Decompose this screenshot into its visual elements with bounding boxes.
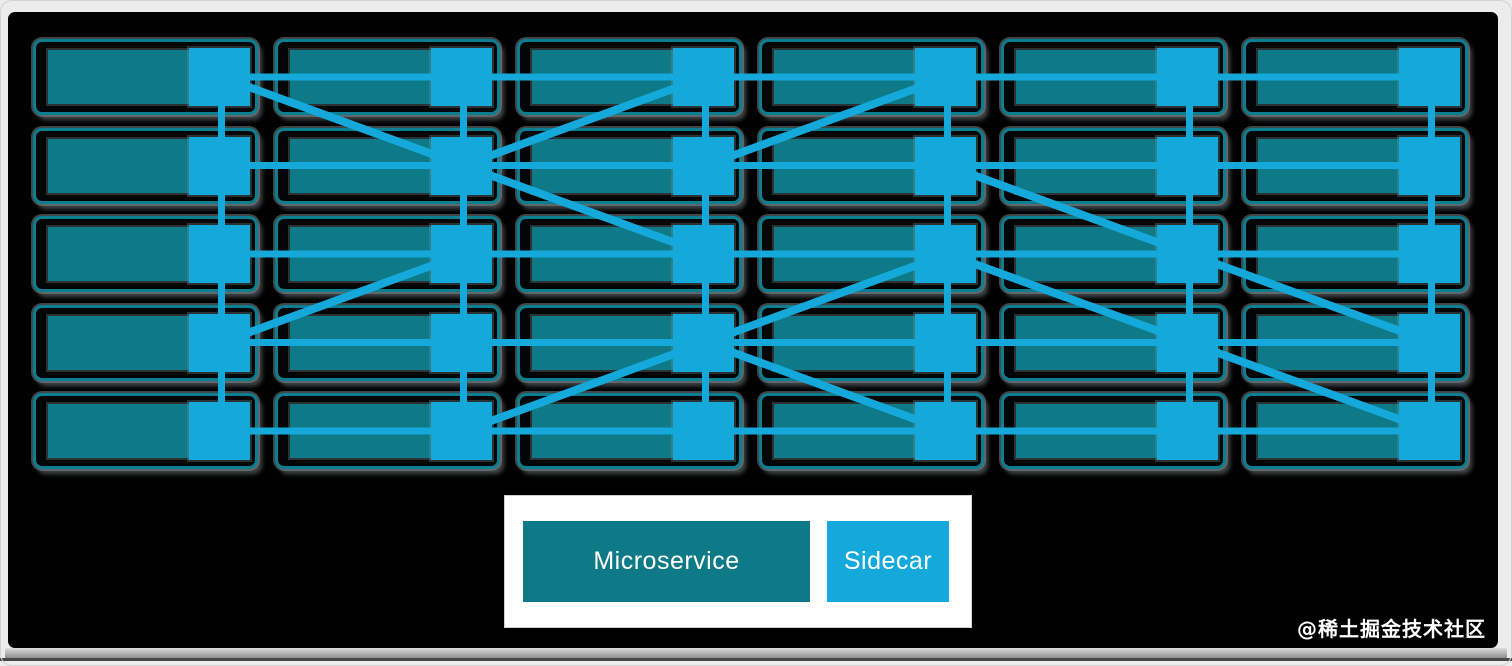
microservice-box: [290, 315, 431, 370]
sidecar-box: [1399, 225, 1460, 283]
watermark: @稀土掘金技术社区: [1297, 617, 1486, 641]
service-cell-r4c5: [1001, 304, 1226, 381]
microservice-box: [774, 404, 915, 458]
microservice-box: [290, 404, 431, 458]
service-cell-r5c5: [1001, 393, 1226, 469]
service-cell-r5c1: [33, 393, 258, 469]
sidecar-box: [431, 48, 492, 106]
sidecar-box: [189, 402, 250, 460]
microservice-box: [532, 138, 673, 193]
service-cell-r2c1: [33, 127, 258, 204]
microservice-box: [1258, 404, 1399, 458]
microservice-box: [1016, 315, 1157, 370]
legend-microservice-label: Microservice: [593, 547, 740, 575]
sidecar-box: [915, 225, 976, 283]
service-cell-r5c4: [759, 393, 984, 469]
sidecar-box: [673, 313, 734, 372]
sidecar-box: [189, 313, 250, 372]
sidecar-box: [1399, 313, 1460, 372]
microservice-box: [1258, 227, 1399, 281]
microservice-box: [774, 315, 915, 370]
service-cell-r1c2: [275, 39, 500, 115]
service-cell-r1c6: [1243, 39, 1468, 115]
microservice-box: [774, 227, 915, 281]
microservice-box: [1016, 227, 1157, 281]
diagram-panel: Microservice Sidecar @稀土掘金技术社区: [8, 12, 1498, 648]
service-cell-r3c6: [1243, 216, 1468, 292]
microservice-box: [774, 138, 915, 193]
sidecar-box: [915, 48, 976, 106]
sidecar-box: [673, 225, 734, 283]
window-bottom-edge: [0, 658, 1512, 661]
service-cell-r5c2: [275, 393, 500, 469]
service-cell-r4c2: [275, 304, 500, 381]
microservice-box: [774, 50, 915, 104]
microservice-box: [290, 227, 431, 281]
legend-microservice-swatch: Microservice: [523, 521, 810, 602]
sidecar-box: [673, 402, 734, 460]
service-cell-r5c6: [1243, 393, 1468, 469]
service-cell-r3c3: [517, 216, 742, 292]
microservice-box: [48, 315, 189, 370]
legend-sidecar-swatch: Sidecar: [827, 521, 949, 602]
sidecar-box: [431, 402, 492, 460]
sidecar-box: [915, 136, 976, 195]
microservice-box: [48, 404, 189, 458]
microservice-box: [1258, 50, 1399, 104]
service-cell-r2c4: [759, 127, 984, 204]
service-cell-r4c6: [1243, 304, 1468, 381]
sidecar-box: [189, 225, 250, 283]
microservice-box: [1016, 50, 1157, 104]
sidecar-box: [1157, 136, 1218, 195]
sidecar-box: [915, 313, 976, 372]
service-cell-r1c5: [1001, 39, 1226, 115]
service-cell-r2c3: [517, 127, 742, 204]
sidecar-box: [431, 136, 492, 195]
service-cell-r1c3: [517, 39, 742, 115]
service-cell-r1c4: [759, 39, 984, 115]
microservice-box: [532, 315, 673, 370]
sidecar-box: [189, 48, 250, 106]
service-cell-r3c2: [275, 216, 500, 292]
service-cell-r1c1: [33, 39, 258, 115]
sidecar-box: [431, 225, 492, 283]
microservice-box: [48, 138, 189, 193]
service-cell-r4c3: [517, 304, 742, 381]
microservice-box: [1016, 404, 1157, 458]
service-cell-r3c5: [1001, 216, 1226, 292]
microservice-box: [290, 138, 431, 193]
sidecar-box: [1157, 313, 1218, 372]
service-cell-r3c1: [33, 216, 258, 292]
microservice-box: [532, 227, 673, 281]
sidecar-box: [1157, 225, 1218, 283]
service-cell-r3c4: [759, 216, 984, 292]
sidecar-box: [1399, 136, 1460, 195]
service-cell-r2c5: [1001, 127, 1226, 204]
service-cell-r2c2: [275, 127, 500, 204]
service-cell-r2c6: [1243, 127, 1468, 204]
legend: Microservice Sidecar: [505, 496, 971, 627]
sidecar-box: [1157, 48, 1218, 106]
sidecar-box: [915, 402, 976, 460]
sidecar-box: [673, 136, 734, 195]
legend-sidecar-label: Sidecar: [843, 547, 933, 575]
sidecar-box: [189, 136, 250, 195]
service-cell-r5c3: [517, 393, 742, 469]
sidecar-box: [1399, 48, 1460, 106]
sidecar-box: [673, 48, 734, 106]
microservice-box: [48, 50, 189, 104]
service-cell-r4c4: [759, 304, 984, 381]
sidecar-box: [1157, 402, 1218, 460]
window-bottom-bar: [5, 648, 1507, 658]
microservice-box: [532, 404, 673, 458]
microservice-box: [290, 50, 431, 104]
microservice-box: [1258, 315, 1399, 370]
microservice-box: [48, 227, 189, 281]
microservice-box: [1258, 138, 1399, 193]
service-cell-r4c1: [33, 304, 258, 381]
sidecar-box: [431, 313, 492, 372]
sidecar-box: [1399, 402, 1460, 460]
microservice-box: [532, 50, 673, 104]
microservice-box: [1016, 138, 1157, 193]
